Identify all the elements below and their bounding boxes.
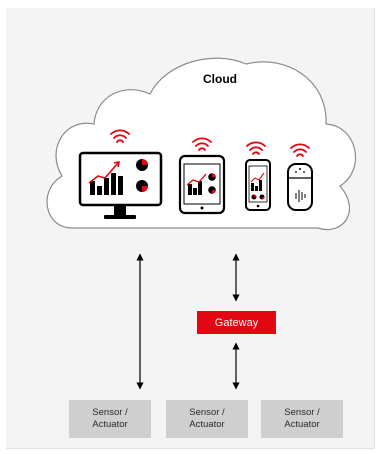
tablet-icon [178,154,226,215]
gateway-label: Gateway [214,316,259,329]
sensor-actuator-box: Sensor / Actuator [261,400,343,438]
monitor-icon [78,151,163,219]
wifi-icon [290,143,310,157]
sensor-label-line1: Sensor / [284,407,320,418]
sensor-label-line2: Actuator [92,419,128,430]
sensor-label-line1: Sensor / [189,407,225,418]
sensor-actuator-box: Sensor / Actuator [69,400,151,438]
wifi-icon [192,137,212,151]
wifi-icon [110,129,130,143]
wifi-icon [246,141,266,155]
gateway-box: Gateway [197,311,276,334]
cloud-title: Cloud [203,72,237,86]
smart-speaker-icon [287,163,313,211]
sensor-label-line1: Sensor / [92,407,128,418]
sensor-label-line2: Actuator [284,419,320,430]
sensor-label-line2: Actuator [189,419,225,430]
sensor-actuator-box: Sensor / Actuator [166,400,248,438]
smartphone-icon [245,159,271,211]
